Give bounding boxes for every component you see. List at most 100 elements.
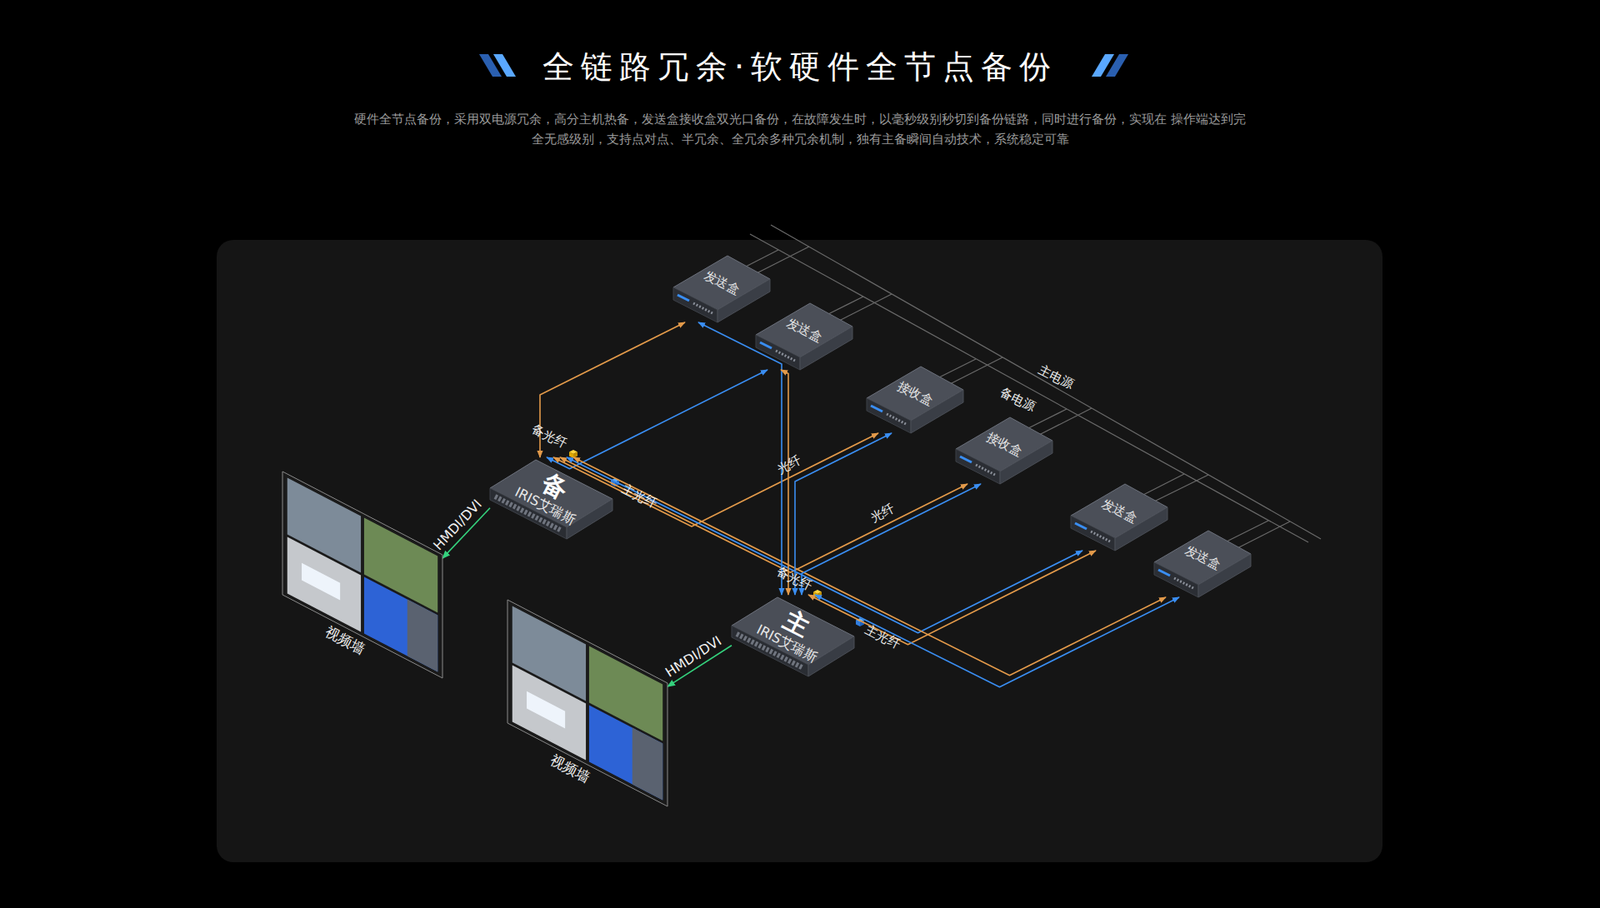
- port-grid: [736, 634, 804, 669]
- host-side: [808, 636, 855, 677]
- box-top: [1070, 484, 1168, 539]
- fiber-connector: [540, 322, 685, 458]
- edge-label: HMDI/DVI: [430, 496, 485, 554]
- screen-tile: [632, 727, 663, 800]
- host-front: [731, 625, 809, 677]
- host-top: [490, 460, 613, 528]
- annotation-label: 备电源: [997, 384, 1039, 415]
- fiber-connector: [780, 370, 789, 595]
- screen-detail: [526, 691, 565, 730]
- port-light: [960, 456, 972, 463]
- screen-tile: [287, 536, 361, 632]
- page-caption: 硬件全节点备份，采用双电源冗余，高分主机热备，发送盒接收盒双光口备份，在故障发生…: [350, 109, 1250, 150]
- node-label: 发送盒: [1099, 496, 1140, 527]
- power-stub: [1140, 474, 1185, 497]
- node-shape: [755, 303, 853, 370]
- port-light: [677, 295, 690, 301]
- screen-tile: [287, 477, 361, 573]
- node-text-group: 接收盒: [984, 430, 1025, 460]
- node-label: IRIS艾瑞斯: [754, 621, 820, 665]
- node-text-group: 发送盒: [1182, 543, 1223, 574]
- wall-frame: [507, 600, 668, 807]
- port-row: [693, 303, 713, 314]
- node-text-group: 发送盒: [1099, 496, 1140, 527]
- power-stub: [825, 296, 864, 316]
- screen-tile: [512, 605, 586, 701]
- box-front: [1154, 562, 1199, 598]
- wall-frame: [282, 471, 443, 679]
- node-label: 发送盒: [701, 268, 742, 299]
- node-label: 视频墙: [322, 624, 368, 659]
- title-slash: [493, 54, 516, 77]
- port-row: [1174, 578, 1194, 589]
- cube-face: [569, 452, 574, 460]
- box-side: [1000, 440, 1053, 485]
- box-front: [1070, 515, 1115, 551]
- power-stub: [1037, 408, 1092, 436]
- node-text-group: 发送盒: [701, 268, 742, 299]
- cube-face: [855, 620, 860, 628]
- fiber-connector: [801, 484, 981, 595]
- box-top: [1154, 530, 1251, 585]
- video-wall: 视频墙: [282, 471, 443, 679]
- host-top: [731, 597, 855, 665]
- port-row: [775, 350, 795, 361]
- node-text-group: 视频墙: [547, 752, 593, 787]
- node-shape: [490, 457, 613, 540]
- device-box: 发送盒: [1070, 484, 1168, 551]
- page-title: 全链路冗余·软硬件全节点备份: [0, 46, 1600, 87]
- power-stub: [1025, 409, 1067, 430]
- node-shape: [507, 600, 668, 807]
- power-rail: [750, 234, 1309, 543]
- fiber-cube-icon: [569, 450, 578, 459]
- video-connector: [667, 645, 732, 687]
- port-grid: [495, 496, 562, 531]
- node-shape: [731, 595, 855, 677]
- node-label: 主: [779, 605, 815, 643]
- edge-label: HMDI/DVI: [662, 632, 725, 680]
- node-label: 视频墙: [547, 752, 593, 787]
- power-stub: [1235, 521, 1290, 550]
- device-box: 发送盒: [755, 303, 853, 370]
- box-front: [866, 398, 911, 434]
- screen-tile: [407, 599, 438, 672]
- power-rail: [770, 225, 1321, 540]
- device-box: 接收盒: [955, 417, 1053, 485]
- node-text-group: 视频墙: [322, 624, 368, 659]
- box-top: [673, 255, 770, 310]
- power-stub: [935, 359, 976, 380]
- node-label: 发送盒: [1182, 543, 1223, 574]
- device-box: 接收盒: [866, 366, 964, 434]
- box-front: [755, 335, 800, 370]
- node-label: 接收盒: [895, 379, 935, 410]
- fiber-connector: [808, 550, 1096, 645]
- power-stub: [1152, 475, 1209, 503]
- annotation-label: 主光纤: [862, 621, 904, 653]
- port-light: [870, 405, 883, 412]
- fiber-connector: [795, 433, 892, 595]
- node-text-group: 接收盒: [895, 379, 935, 410]
- power-wiring: [742, 225, 1321, 550]
- edge-label: 光纤: [867, 500, 897, 526]
- video-connector: [442, 508, 490, 559]
- power-stub: [1223, 520, 1269, 544]
- video-wall: 视频墙: [507, 600, 668, 807]
- fiber-connector: [546, 370, 768, 470]
- screen-tile: [364, 576, 438, 672]
- host-box: 主IRIS艾瑞斯: [731, 595, 855, 677]
- node-label: IRIS艾瑞斯: [512, 484, 578, 528]
- screen-detail: [301, 563, 340, 601]
- title-slash: [1105, 54, 1129, 77]
- box-side: [800, 326, 853, 370]
- node-label: 备: [537, 468, 573, 505]
- box-side: [717, 279, 770, 323]
- power-stub: [755, 246, 810, 275]
- box-side: [910, 390, 964, 434]
- node-shape: [866, 366, 964, 434]
- screen-tile: [512, 665, 586, 760]
- screen-tile: [364, 517, 438, 613]
- host-box: 备IRIS艾瑞斯: [490, 457, 613, 540]
